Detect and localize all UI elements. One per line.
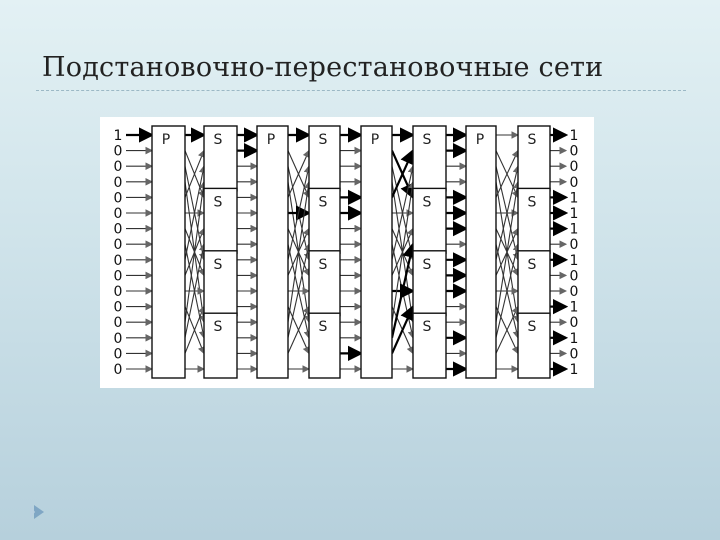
s-box: [203, 312, 238, 379]
s-box: [308, 125, 341, 192]
s-box-label: S: [528, 132, 537, 148]
p-box-label: P: [371, 132, 379, 148]
perm-wire: [287, 180, 312, 323]
input-bit: 0: [114, 315, 123, 331]
s-box: [412, 312, 447, 379]
output-bit: 1: [570, 222, 579, 238]
s-box: [412, 250, 447, 317]
s-box-label: S: [528, 319, 537, 335]
s-box-label: S: [423, 194, 432, 210]
s-box-label: S: [319, 132, 328, 148]
p-box-label: P: [162, 132, 170, 148]
input-bit: 0: [114, 268, 123, 284]
output-bit: 1: [570, 362, 579, 378]
perm-wire: [495, 180, 521, 323]
output-bit: 1: [570, 190, 579, 206]
perm-wire: [184, 149, 206, 198]
p-box-label: P: [267, 132, 275, 148]
input-bit: 0: [114, 331, 123, 347]
input-bit: 0: [114, 206, 123, 222]
s-box: [412, 125, 447, 192]
output-bit: 0: [570, 268, 579, 284]
input-bit: 0: [114, 144, 123, 160]
output-bit: 1: [570, 331, 579, 347]
s-box-label: S: [214, 132, 223, 148]
perm-wire: [184, 180, 207, 323]
perm-wire: [495, 149, 519, 198]
perm-wire: [390, 148, 415, 198]
s-box-label: S: [423, 132, 432, 148]
output-bit: 0: [570, 346, 579, 362]
output-bit: 0: [570, 284, 579, 300]
input-bit: 0: [114, 346, 123, 362]
output-bit: 0: [570, 315, 579, 331]
s-box: [203, 250, 238, 317]
next-slide-arrow-icon[interactable]: [30, 505, 44, 519]
perm-wire: [287, 149, 310, 198]
s-box: [308, 187, 341, 254]
input-bit: 0: [114, 253, 123, 269]
s-box-label: S: [319, 194, 328, 210]
output-bit: 0: [570, 159, 579, 175]
s-box-label: S: [423, 319, 432, 335]
output-bit: 1: [570, 206, 579, 222]
perm-wire: [287, 305, 310, 354]
s-box: [203, 125, 238, 192]
output-bit: 0: [570, 144, 579, 160]
input-bit: 0: [114, 159, 123, 175]
s-box-label: S: [319, 319, 328, 335]
output-bit: 1: [570, 253, 579, 269]
s-box-label: S: [214, 257, 223, 273]
input-bit: 0: [114, 190, 123, 206]
p-box: [465, 125, 497, 379]
s-box: [308, 312, 341, 379]
s-box-label: S: [319, 257, 328, 273]
perm-wire: [287, 243, 312, 338]
s-box-label: S: [528, 257, 537, 273]
input-bit: 0: [114, 300, 123, 316]
perm-wire: [391, 180, 416, 323]
input-bit: 0: [114, 222, 123, 238]
slide-title: Подстановочно-перестановочные сети: [42, 52, 604, 83]
s-box-label: S: [423, 257, 432, 273]
output-bit: 1: [570, 300, 579, 316]
input-bit: 0: [114, 237, 123, 253]
output-bit: 1: [570, 128, 579, 144]
s-box: [517, 250, 551, 317]
perm-wire: [495, 243, 521, 338]
title-divider: [36, 90, 686, 91]
perm-wire: [495, 305, 519, 354]
s-box-label: S: [214, 319, 223, 335]
s-box-label: S: [214, 194, 223, 210]
perm-wire: [184, 305, 206, 354]
input-bit: 1: [114, 128, 123, 144]
input-bit: 0: [114, 175, 123, 191]
s-box-label: S: [528, 194, 537, 210]
input-bit: 0: [114, 362, 123, 378]
p-box: [256, 125, 289, 379]
p-box: [360, 125, 393, 379]
perm-wire: [390, 304, 415, 354]
p-box-label: P: [476, 132, 484, 148]
output-bit: 0: [570, 175, 579, 191]
s-box: [517, 125, 551, 192]
s-box: [412, 187, 447, 254]
perm-wire: [184, 243, 207, 338]
p-box: [151, 125, 186, 379]
perm-wire: [390, 242, 418, 339]
input-bit: 0: [114, 284, 123, 300]
output-bit: 0: [570, 237, 579, 253]
s-box: [517, 312, 551, 379]
